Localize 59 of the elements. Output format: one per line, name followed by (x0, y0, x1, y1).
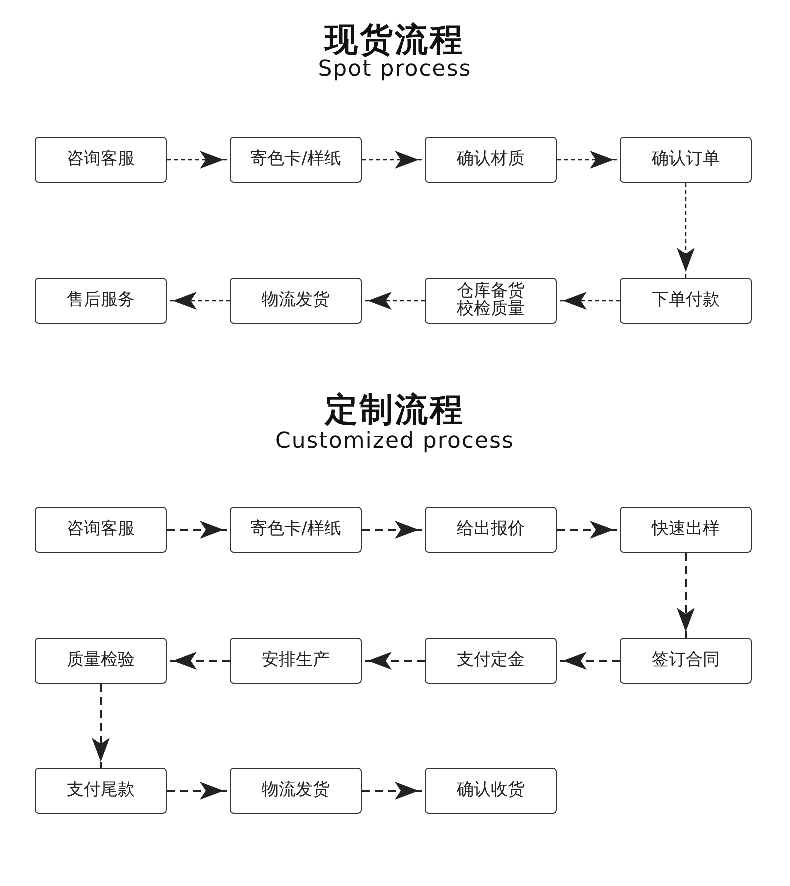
section-title: 定制流程 (325, 392, 465, 428)
arrow (167, 292, 230, 310)
arrow (557, 652, 620, 670)
process-box (35, 278, 167, 324)
step-label: 物流发货 (262, 782, 330, 800)
process-box (620, 507, 752, 553)
arrow (677, 553, 695, 638)
process-box (35, 638, 167, 684)
section-subtitle: Spot process (318, 58, 472, 82)
step-label: 寄色卡/样纸 (250, 521, 342, 539)
process-box (620, 638, 752, 684)
section-title: 现货流程 (325, 22, 465, 58)
arrow (167, 151, 230, 169)
step-label: 安排生产 (262, 652, 330, 670)
process-box (425, 638, 557, 684)
process-box (425, 137, 557, 183)
arrow (362, 151, 425, 169)
step-label: 确认收货 (457, 782, 525, 800)
step-label: 确认材质 (457, 151, 525, 169)
process-box (425, 507, 557, 553)
step-label: 下单付款 (652, 292, 720, 310)
arrow (167, 782, 230, 800)
arrow (557, 292, 620, 310)
process-box (35, 768, 167, 814)
step-label: 签订合同 (652, 652, 720, 670)
step-label: 支付定金 (457, 652, 525, 670)
step-label: 给出报价 (457, 521, 525, 539)
process-box (230, 638, 362, 684)
step-label: 支付尾款 (67, 782, 135, 800)
step-label: 质量检验 (67, 652, 135, 670)
arrow (677, 183, 695, 278)
section-subtitle: Customized process (276, 430, 514, 454)
step-label: 快速出样 (652, 521, 720, 539)
arrow (167, 521, 230, 539)
step-label: 咨询客服 (67, 151, 135, 169)
arrow (92, 684, 110, 768)
step-label: 仓库备货校检质量 (456, 283, 526, 319)
arrow (362, 652, 425, 670)
step-label: 物流发货 (262, 292, 330, 310)
arrow (167, 652, 230, 670)
step-label: 确认订单 (652, 151, 720, 169)
step-label: 咨询客服 (67, 521, 135, 539)
step-label: 寄色卡/样纸 (250, 151, 342, 169)
arrow (362, 782, 425, 800)
process-box (620, 278, 752, 324)
arrow (557, 151, 620, 169)
process-box (425, 278, 557, 324)
process-box (35, 137, 167, 183)
process-box (35, 507, 167, 553)
process-box (230, 768, 362, 814)
arrow (362, 292, 425, 310)
process-box (620, 137, 752, 183)
process-box (230, 137, 362, 183)
step-label: 售后服务 (67, 292, 135, 310)
process-box (230, 507, 362, 553)
arrow (557, 521, 620, 539)
arrow (362, 521, 425, 539)
process-box (230, 278, 362, 324)
process-box (425, 768, 557, 814)
